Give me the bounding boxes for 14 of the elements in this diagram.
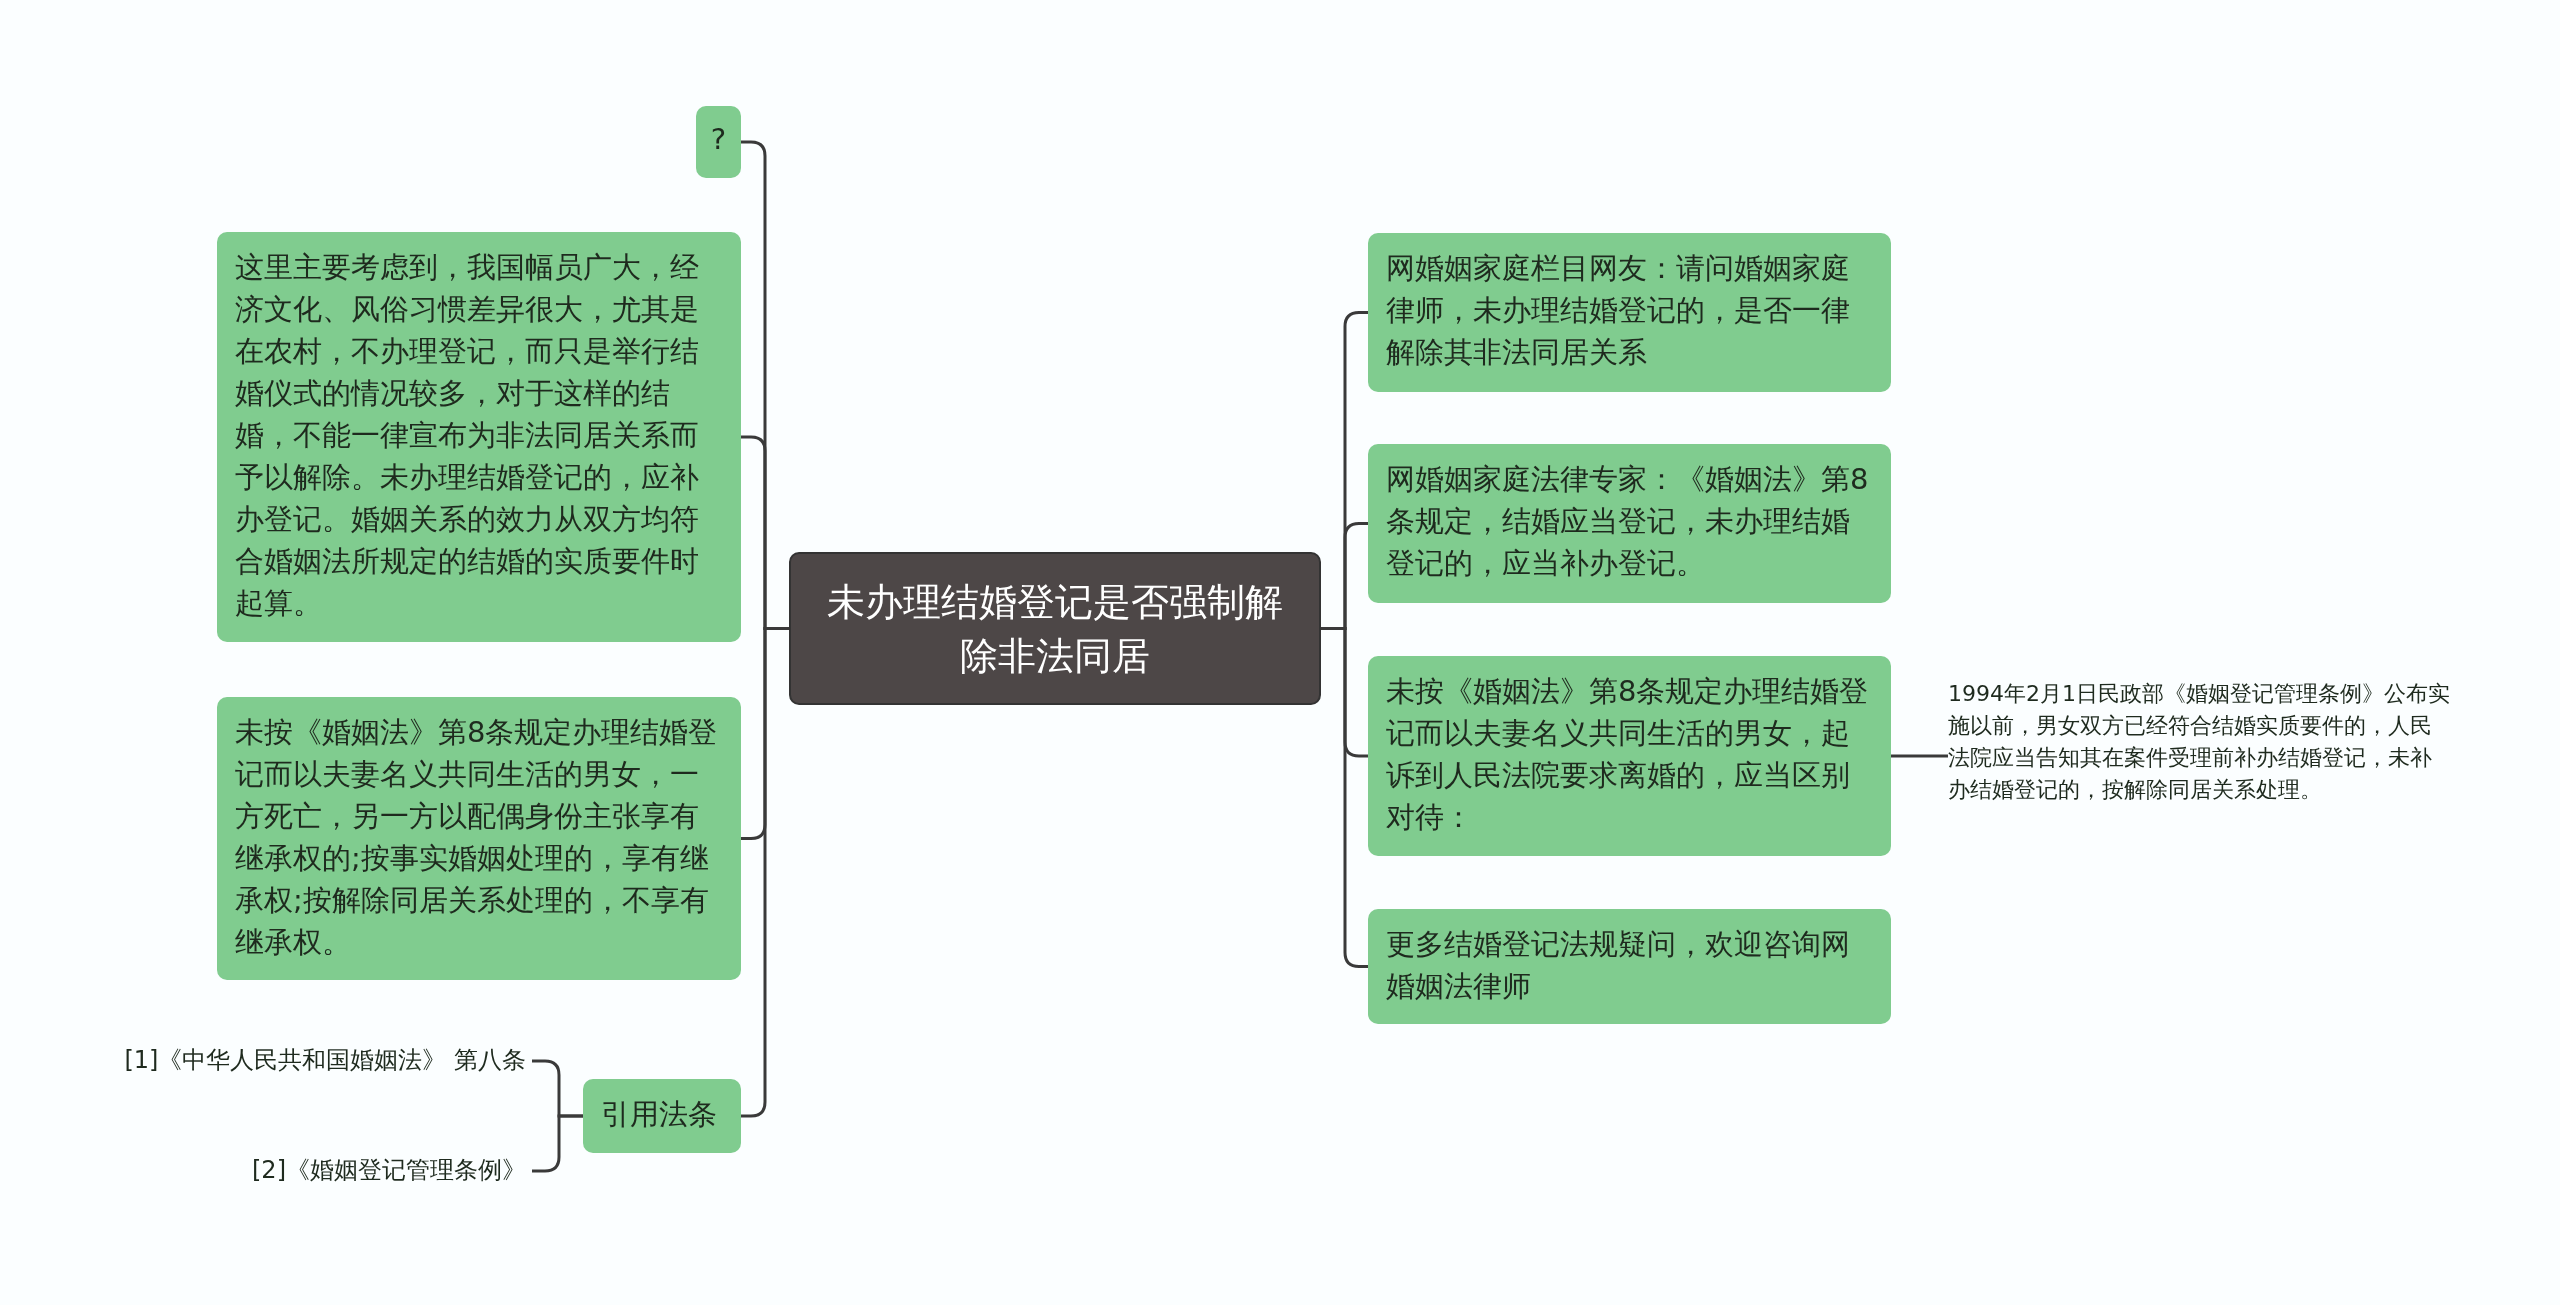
central-topic-box: 未办理结婚登记是否强制解除非法同居 xyxy=(789,552,1321,705)
topic-box: 引用法条 xyxy=(583,1079,741,1153)
connector-line xyxy=(1891,754,1948,758)
topic-box: 未按《婚姻法》第8条规定办理结婚登记而以夫妻名义共同生活的男女，一方死亡，另一方以配偶身份主张享有继承权的;按事实婚姻处理的，享有继承权;按解除同居关系处理的，不享有继承权。 xyxy=(217,697,741,980)
topic-box: 网婚姻家庭法律专家：《婚姻法》第8条规定，结婚应当登记，未办理结婚登记的，应当补办登记。 xyxy=(1368,444,1891,603)
reference-text: [1]《中华人民共和国婚姻法》 第八条 xyxy=(100,1045,526,1077)
topic-box: 更多结婚登记法规疑问，欢迎咨询网婚姻法律师 xyxy=(1368,909,1891,1024)
topic-box: 网婚姻家庭栏目网友：请问婚姻家庭律师，未办理结婚登记的，是否一律解除其非法同居关系 xyxy=(1368,233,1891,392)
reference-text: [2]《婚姻登记管理条例》 xyxy=(200,1155,526,1187)
connector-line xyxy=(1321,627,1368,968)
topic-box: 未按《婚姻法》第8条规定办理结婚登记而以夫妻名义共同生活的男女，起诉到人民法院要求离婚的，应当区别对待： xyxy=(1368,656,1891,856)
topic-box: 这里主要考虑到，我国幅员广大，经济文化、风俗习惯差异很大，尤其是在农村，不办理登记，而只是举行结婚仪式的情况较多，对于这样的结婚，不能一律宣布为非法同居关系而予以解除。未办理结婚登记的，应补办登记。婚姻关系的效力从双方均符合婚姻法所规定的结婚的实质要件时起算。 xyxy=(217,232,741,642)
topic-box: ? xyxy=(696,106,741,178)
note-text: 1994年2月1日民政部《婚姻登记管理条例》公布实施以前，男女双方已经符合结婚实质要件的，人民法院应当告知其在案件受理前补办结婚登记，未补办结婚登记的，按解除同居关系处理。 xyxy=(1948,678,2453,838)
